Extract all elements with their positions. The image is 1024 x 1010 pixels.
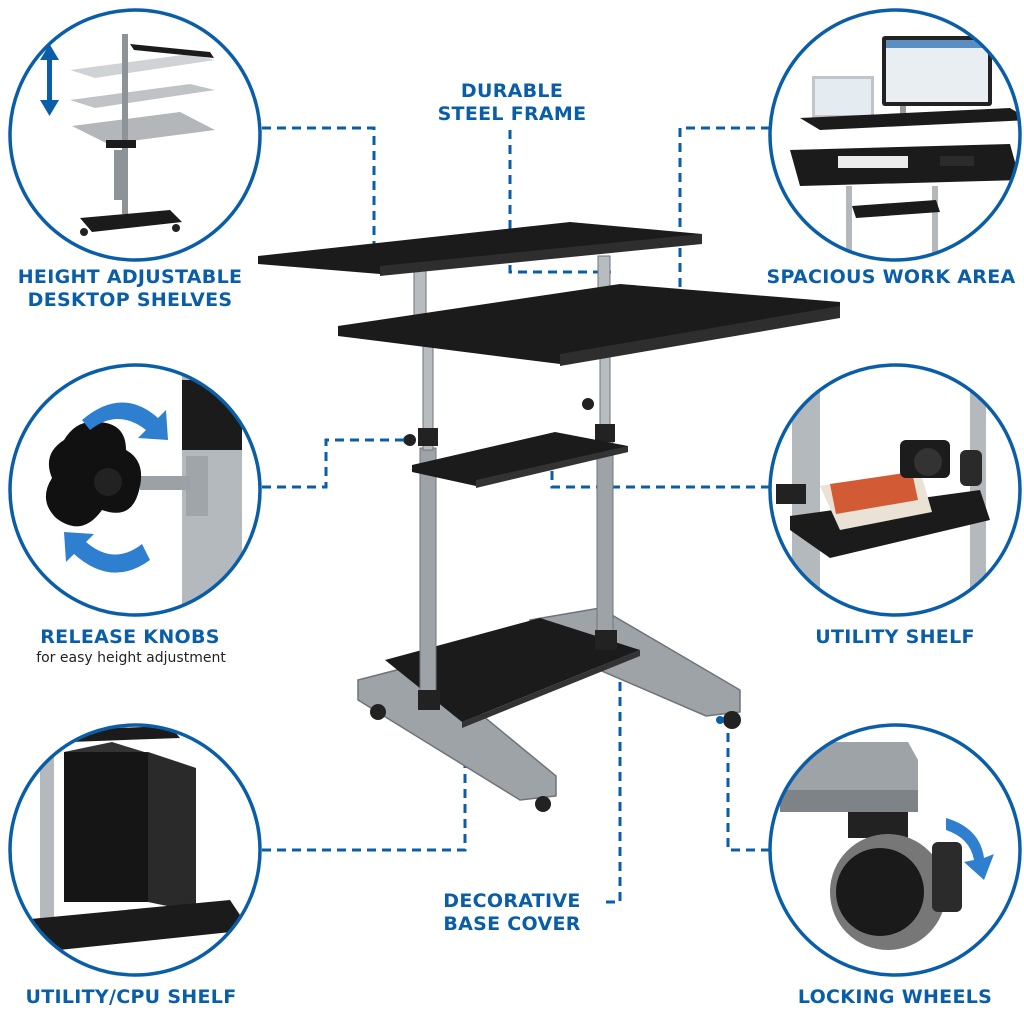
- rotate-arrow-icon: [946, 818, 994, 880]
- utility-shelf-inset: [768, 363, 1022, 617]
- work-area-inset: [768, 8, 1022, 262]
- release-knob-inset: [8, 363, 262, 617]
- locking-wheels-label: LOCKING WHEELS: [797, 986, 993, 1008]
- durable-frame-label: DURABLE STEEL FRAME: [437, 80, 587, 125]
- height-adjustable-label: HEIGHT ADJUSTABLE DESKTOP SHELVES: [17, 266, 243, 311]
- locking-wheels-inset: [768, 723, 1022, 977]
- spacious-work-area-label: SPACIOUS WORK AREA: [766, 266, 1016, 288]
- up-down-arrow-icon: [40, 44, 59, 116]
- cpu-shelf-label: UTILITY/CPU SHELF: [25, 986, 237, 1008]
- release-knobs-subtitle: for easy height adjustment: [36, 650, 226, 666]
- cpu-shelf-inset: [8, 723, 262, 977]
- standing-desk: [258, 222, 840, 812]
- rotate-arrow-icon: [64, 402, 168, 573]
- utility-shelf-label: UTILITY SHELF: [815, 626, 975, 648]
- release-knobs-label: RELEASE KNOBS: [40, 626, 220, 648]
- base-cover-label: DECORATIVE BASE COVER: [443, 890, 581, 935]
- height-adjust-inset: [8, 8, 262, 262]
